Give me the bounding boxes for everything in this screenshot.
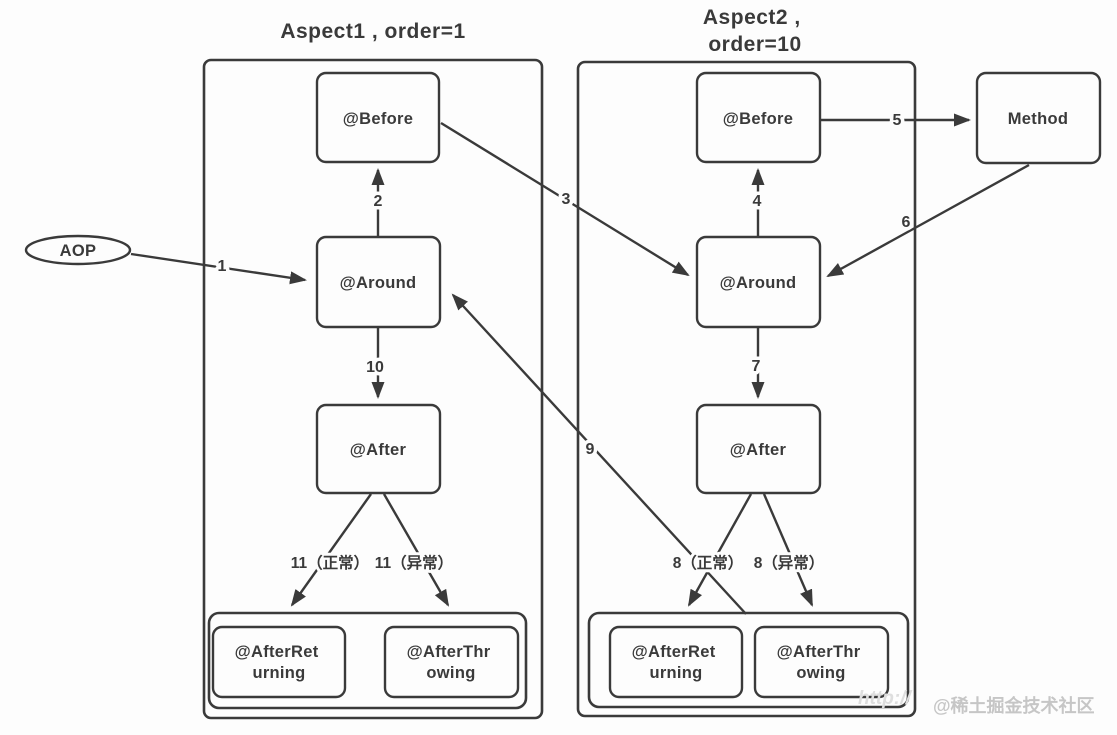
aspect2-before-node xyxy=(695,71,822,164)
aspect1-afterthrowing-label: @AfterThr owing xyxy=(407,643,496,682)
edge-11-after1-to-afterreturning1 xyxy=(290,493,372,607)
aspect2-after-group-container xyxy=(587,611,910,709)
aspect2-afterthrowing-node xyxy=(753,625,890,699)
aop-node xyxy=(24,234,132,266)
aspect2-after-label: @After xyxy=(730,441,787,459)
aspect2-afterthrowing-line1: @AfterThr xyxy=(777,643,861,661)
aspect2-container xyxy=(576,60,917,718)
aspect1-afterthrowing-node xyxy=(383,625,520,699)
edge-10-label: 10 xyxy=(366,359,384,376)
aspect1-container xyxy=(202,58,544,720)
aspect1-title: Aspect1 , order=1 xyxy=(280,20,465,43)
aspect1-around-label: @Around xyxy=(340,274,417,292)
aspect2-title-line1: Aspect2 , xyxy=(703,6,801,29)
edge-5-label: 5 xyxy=(893,112,902,129)
watermark-ghost-text: http:// xyxy=(858,688,912,709)
edge-8-exception-label: 8（异常） xyxy=(754,553,825,572)
aspect1-afterreturning-line1: @AfterRet xyxy=(235,643,319,661)
aspect2-title: Aspect2 , order=10 xyxy=(703,6,807,56)
aspect2-afterreturning-label: @AfterRet urning xyxy=(632,643,721,682)
edge-7-label: 7 xyxy=(752,358,761,375)
edge-11-normal-label: 11（正常） xyxy=(291,553,369,572)
aspect2-around-node xyxy=(695,235,822,329)
aspect2-around-label: @Around xyxy=(720,274,797,292)
edge-2-label: 2 xyxy=(374,193,383,210)
aspect2-afterthrowing-label: @AfterThr owing xyxy=(777,643,866,682)
edge-6-method-to-around2 xyxy=(826,163,1030,278)
edge-9-aspect2-to-around1 xyxy=(451,293,747,615)
edge-8-after2-to-afterreturning2 xyxy=(687,493,753,607)
aspect1-after-group-container xyxy=(207,611,528,710)
edge-11-after1-to-afterthrowing1 xyxy=(382,493,450,607)
edge-9-label: 9 xyxy=(586,441,595,458)
aspect1-afterthrowing-line1: @AfterThr xyxy=(407,643,491,661)
aspect2-afterreturning-node xyxy=(608,625,744,699)
aspect2-before-label: @Before xyxy=(723,110,793,128)
aspect1-before-label: @Before xyxy=(343,110,413,128)
edge-1-label: 1 xyxy=(218,258,227,275)
edge-6-label: 6 xyxy=(902,214,911,231)
aspect1-after-node xyxy=(315,403,442,495)
watermark-credit: @稀土掘金技术社区 xyxy=(933,695,1095,716)
aop-label: AOP xyxy=(60,242,97,260)
aspect1-afterreturning-line2: urning xyxy=(252,664,305,682)
edge-11-exception-label: 11（异常） xyxy=(375,553,453,572)
edge-8-normal-label: 8（正常） xyxy=(673,553,744,572)
aspect1-afterreturning-node xyxy=(211,625,347,699)
edge-3-before1-to-around2 xyxy=(440,121,690,277)
aspect1-after-label: @After xyxy=(350,441,407,459)
aspect1-around-node xyxy=(315,235,442,329)
aspect1-afterreturning-label: @AfterRet urning xyxy=(235,643,324,682)
edge-8-after2-to-afterthrowing2 xyxy=(762,493,814,607)
method-label: Method xyxy=(1008,110,1068,128)
edge-3-label: 3 xyxy=(562,191,571,208)
aspect2-afterreturning-line2: urning xyxy=(649,664,702,682)
aspect1-before-node xyxy=(315,71,441,164)
aspect2-afterthrowing-line2: owing xyxy=(796,664,845,682)
aspect2-title-line2: order=10 xyxy=(708,33,801,56)
method-node xyxy=(975,71,1102,165)
aspect1-afterthrowing-line2: owing xyxy=(426,664,475,682)
edge-1-aop-to-around1 xyxy=(130,252,307,285)
edge-4-label: 4 xyxy=(753,193,762,210)
aspect2-after-node xyxy=(695,403,822,495)
aspect2-afterreturning-line1: @AfterRet xyxy=(632,643,716,661)
